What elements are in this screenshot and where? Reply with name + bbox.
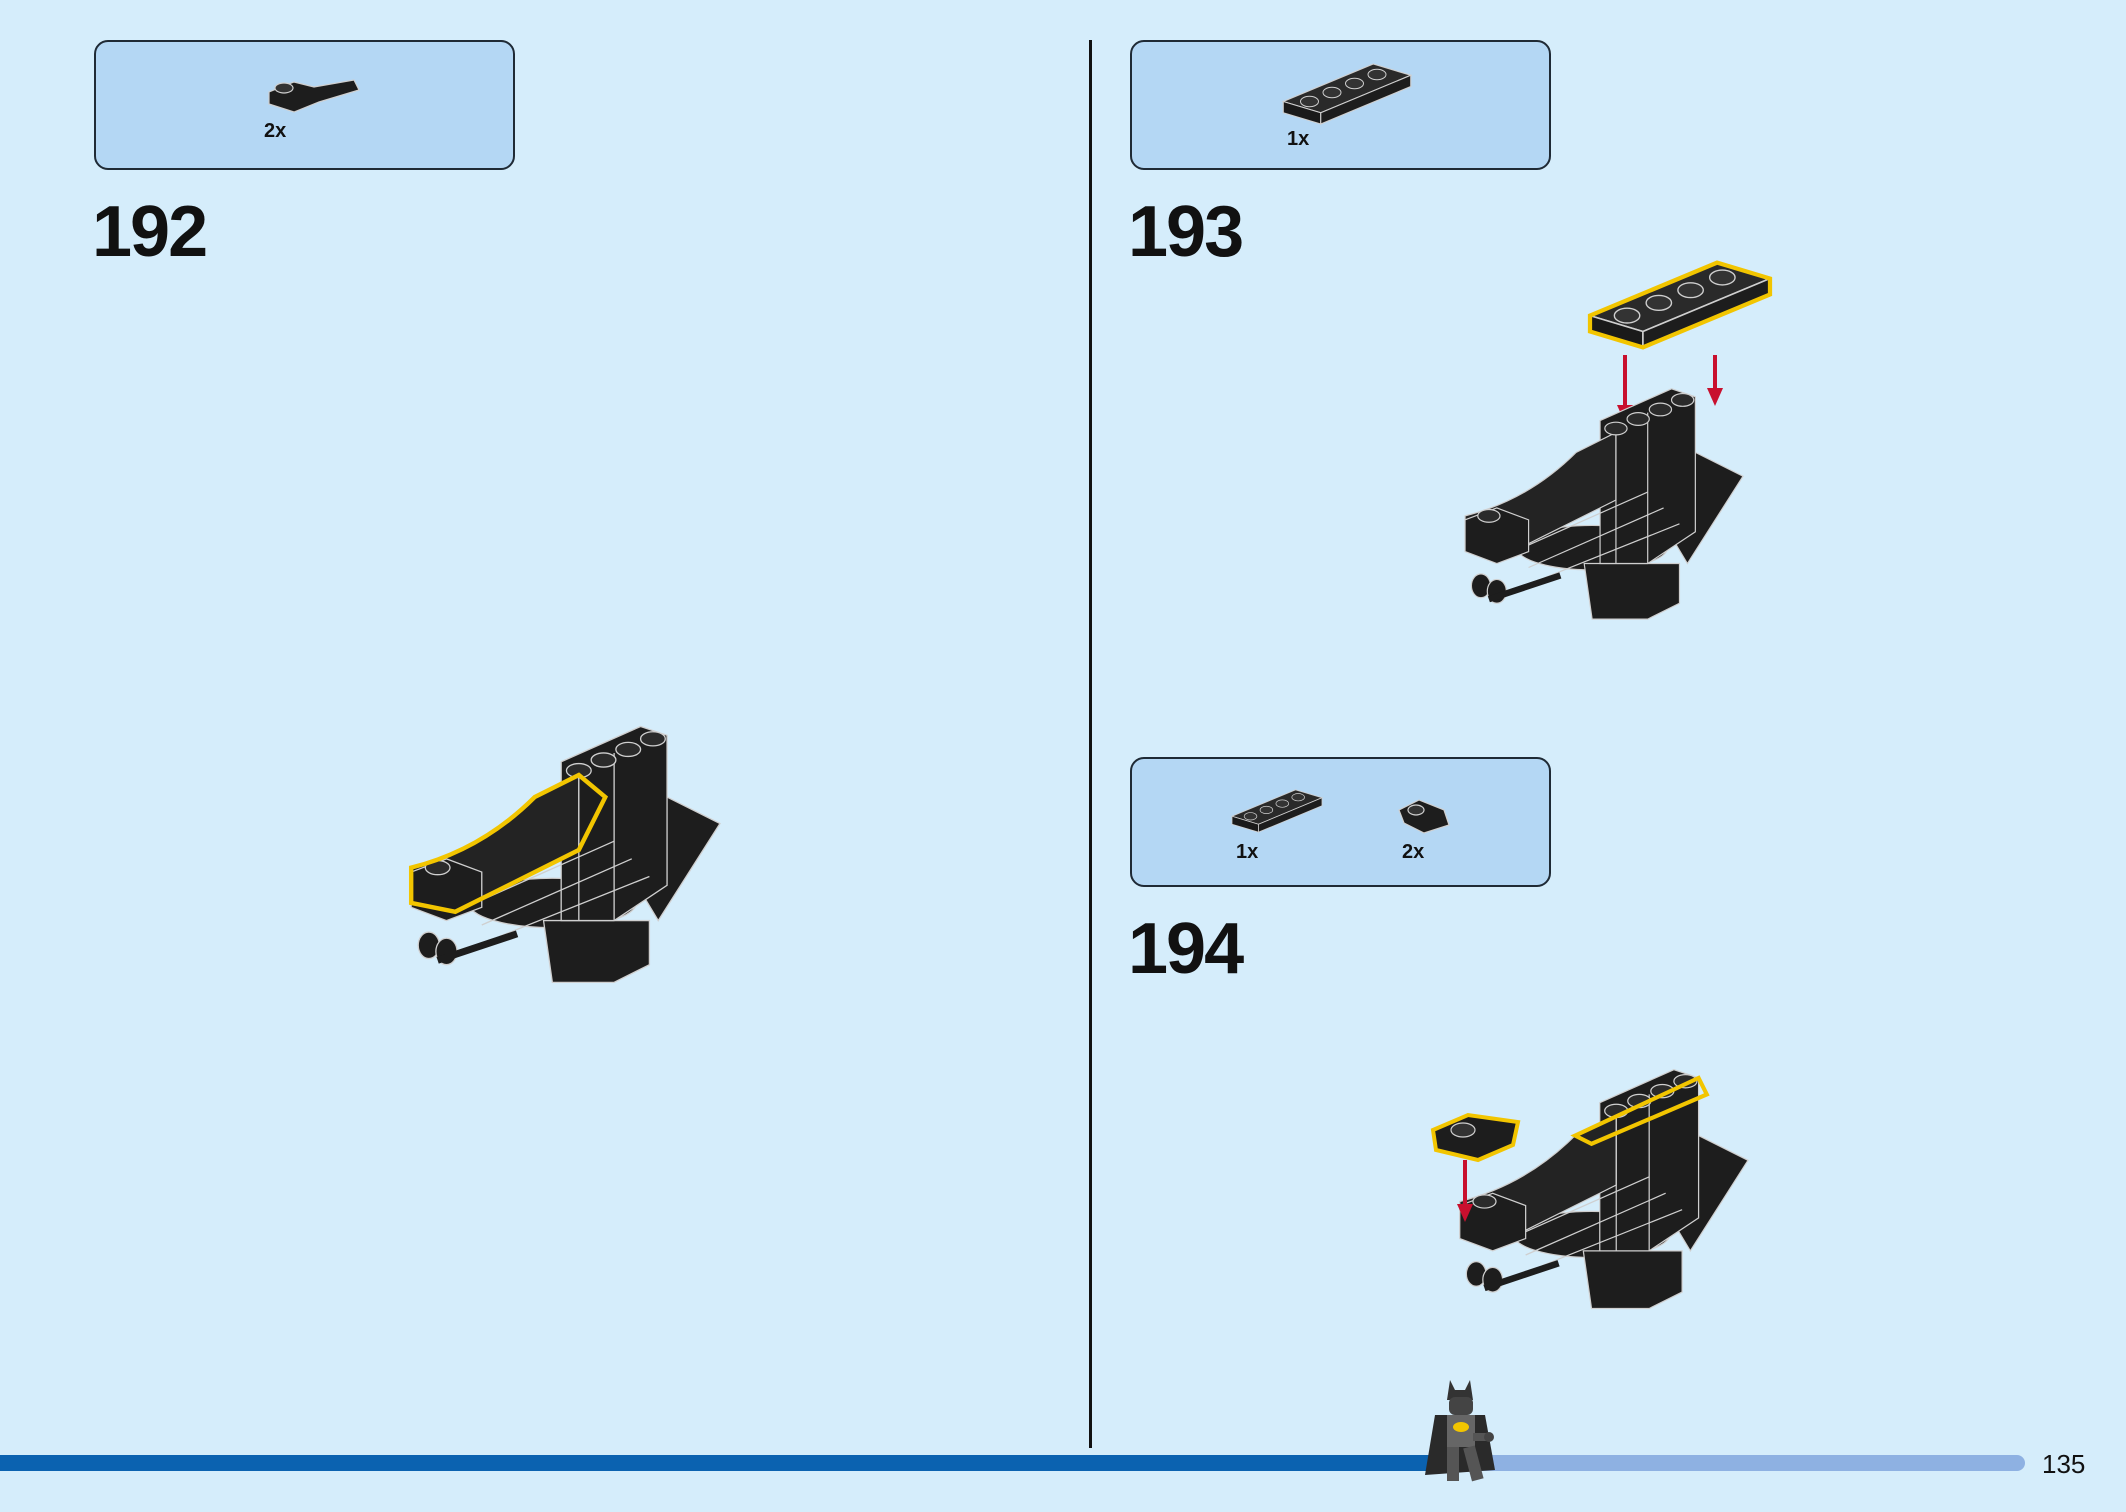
part-quantity: 1x: [1236, 841, 1259, 863]
parts-callout-193: 1x: [1130, 40, 1551, 170]
pointed-tile-icon: [1398, 799, 1450, 834]
page-divider: [1089, 40, 1092, 1448]
new-part-highlight: [408, 772, 609, 915]
curved-slope-brick-icon: [268, 79, 360, 113]
plate-1x4-icon: [1282, 63, 1412, 125]
batman-minifigure-icon: [1425, 1380, 1495, 1482]
progress-fill: [0, 1455, 1438, 1471]
page-number: 135: [2042, 1449, 2086, 1479]
placement-arrow: [1457, 1160, 1473, 1222]
parts-callout-192: 2x: [94, 40, 515, 170]
step-192-model-illustration: [380, 700, 760, 1000]
part-quantity: 1x: [1287, 128, 1310, 150]
new-plate-illustration: [1587, 260, 1773, 350]
parts-callout-194: 1x 2x: [1130, 757, 1551, 887]
new-tile-illustration: [1430, 1112, 1521, 1163]
part-quantity: 2x: [1402, 841, 1425, 863]
step-194-model-illustration: [1428, 1045, 1788, 1325]
part-quantity: 2x: [264, 120, 287, 142]
new-part-highlight: [1570, 1075, 1710, 1147]
step-number-194: 194: [1128, 909, 1244, 989]
plate-1x3-icon: [1231, 789, 1323, 833]
step-number-192: 192: [92, 192, 208, 272]
progress-bar: [0, 1455, 2025, 1471]
step-193-model-illustration: [1428, 365, 1788, 635]
step-number-193: 193: [1128, 192, 1244, 272]
